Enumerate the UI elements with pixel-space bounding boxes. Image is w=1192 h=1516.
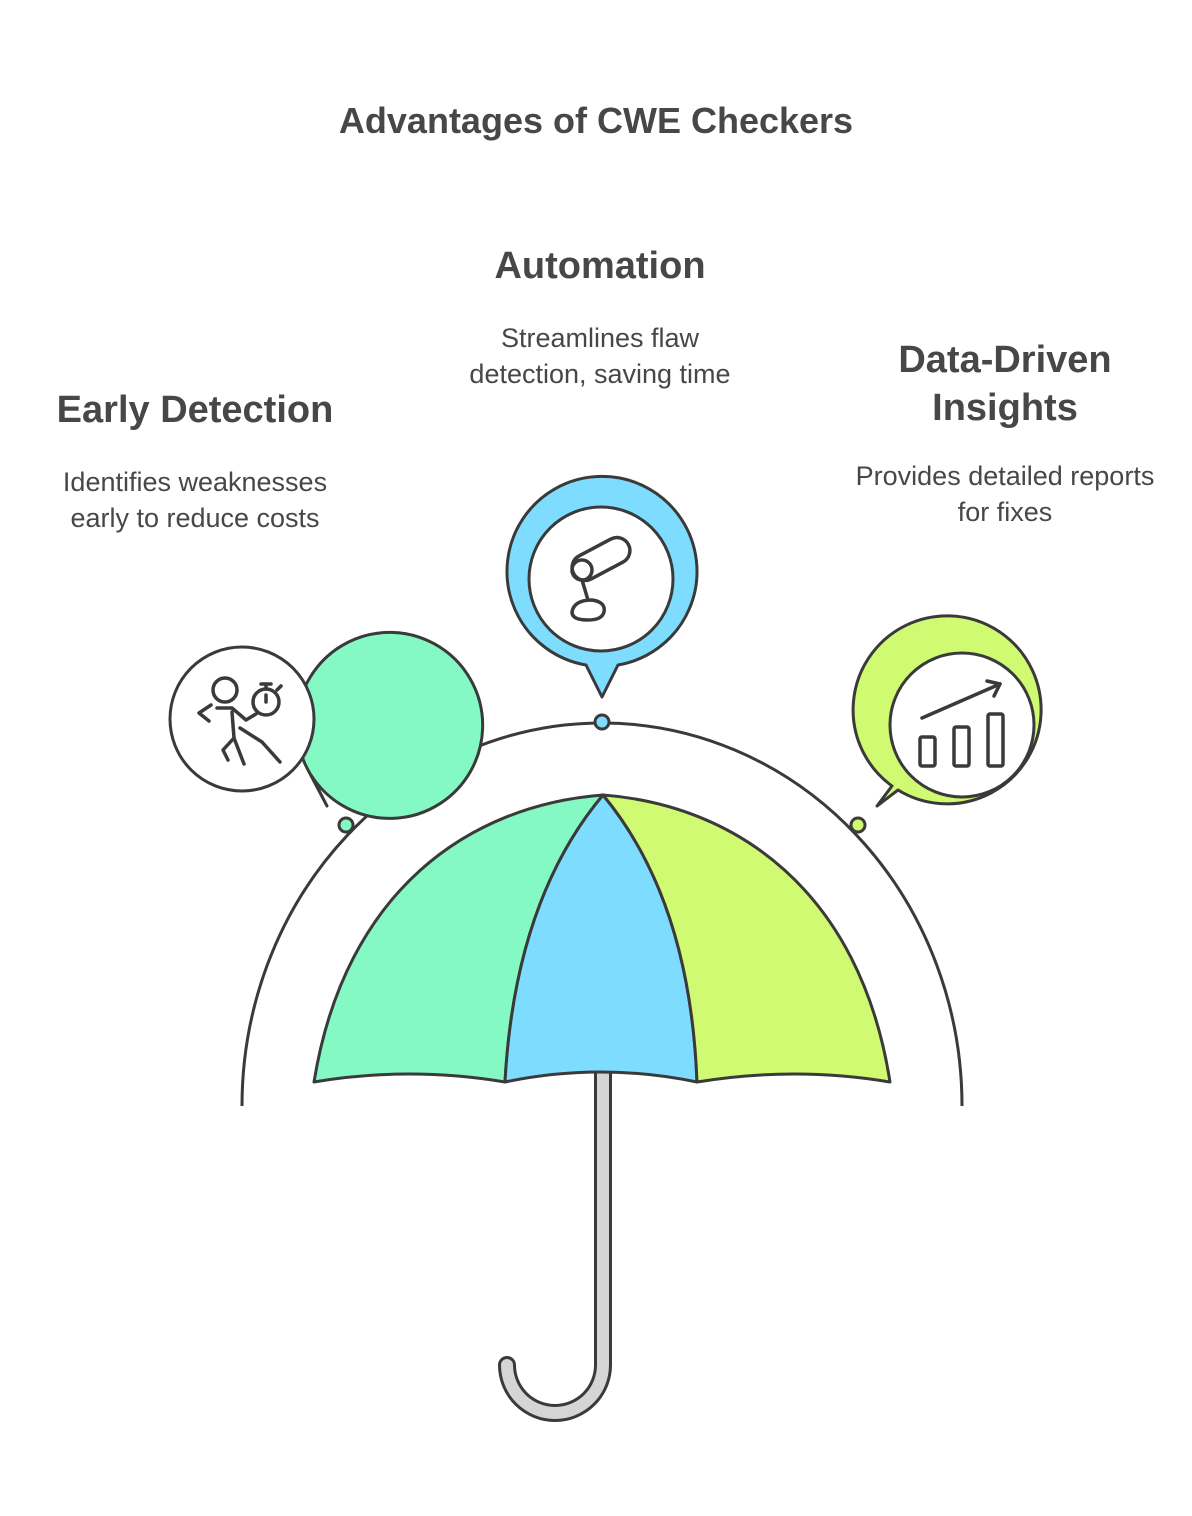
data-driven-insights-description: Provides detailed reports for fixes	[855, 461, 1155, 527]
arc-dot-center	[593, 713, 611, 731]
page-title: Advantages of CWE Checkers	[338, 100, 854, 141]
arc-dot-left	[337, 816, 355, 834]
early-detection-heading: Early Detection	[56, 389, 334, 431]
robotic-arm-icon	[570, 535, 632, 622]
canopy-panel-right	[601, 793, 892, 1084]
arc-dot-right	[849, 816, 867, 834]
runner-stopwatch-icon	[197, 676, 283, 766]
umbrella-handle	[498, 1061, 612, 1422]
early-detection-description: Identifies weaknesses early to reduce co…	[62, 467, 328, 533]
early-detection-pin	[168, 630, 485, 820]
data-driven-insights-heading: Data-Driven Insights	[898, 339, 1112, 429]
automation-description: Streamlines flaw detection, saving time	[469, 323, 731, 389]
data-driven-insights-pin	[851, 614, 1043, 808]
automation-pin	[505, 474, 699, 699]
growth-chart-icon	[918, 679, 1005, 768]
automation-heading: Automation	[494, 245, 706, 287]
